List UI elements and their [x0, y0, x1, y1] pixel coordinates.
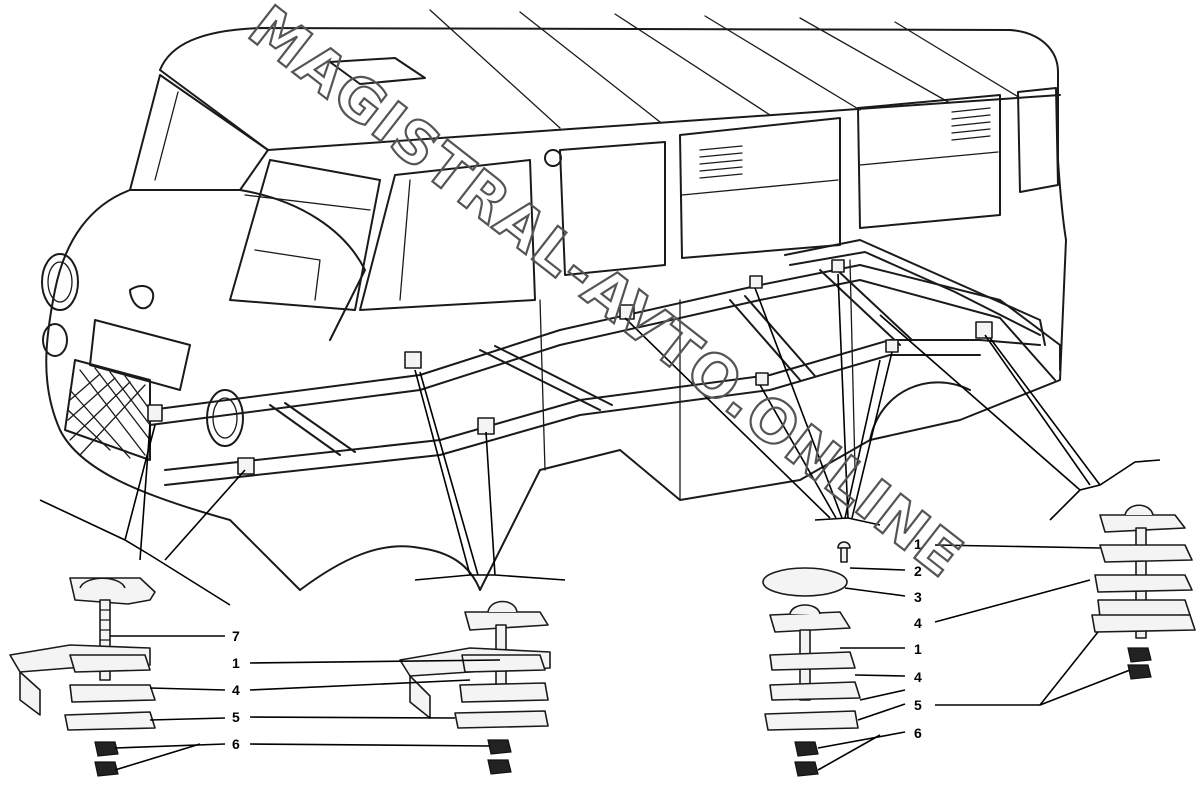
mount-assembly-middle [249, 600, 551, 775]
mount-assembly-left [9, 577, 226, 777]
mount-assembly-far-right [934, 504, 1196, 706]
callout-left-4: 4 [232, 682, 240, 698]
callout-left-6: 6 [232, 736, 240, 752]
callout-left-7: 7 [232, 628, 240, 644]
callout-right-3: 3 [914, 589, 922, 605]
callout-right-1b: 1 [914, 641, 922, 657]
leader-lines [39, 273, 1161, 606]
callout-right-2: 2 [914, 563, 922, 579]
callout-left-1: 1 [232, 655, 240, 671]
callout-right-5: 5 [914, 697, 922, 713]
callout-right-4b: 4 [914, 669, 922, 685]
mount-assembly-right [762, 541, 906, 777]
callout-right-1: 1 [914, 536, 922, 552]
callout-labels: 7 1 4 5 6 1 2 3 4 1 4 5 6 [232, 536, 922, 752]
callout-right-6: 6 [914, 725, 922, 741]
callout-right-4a: 4 [914, 615, 922, 631]
callout-left-5: 5 [232, 709, 240, 725]
